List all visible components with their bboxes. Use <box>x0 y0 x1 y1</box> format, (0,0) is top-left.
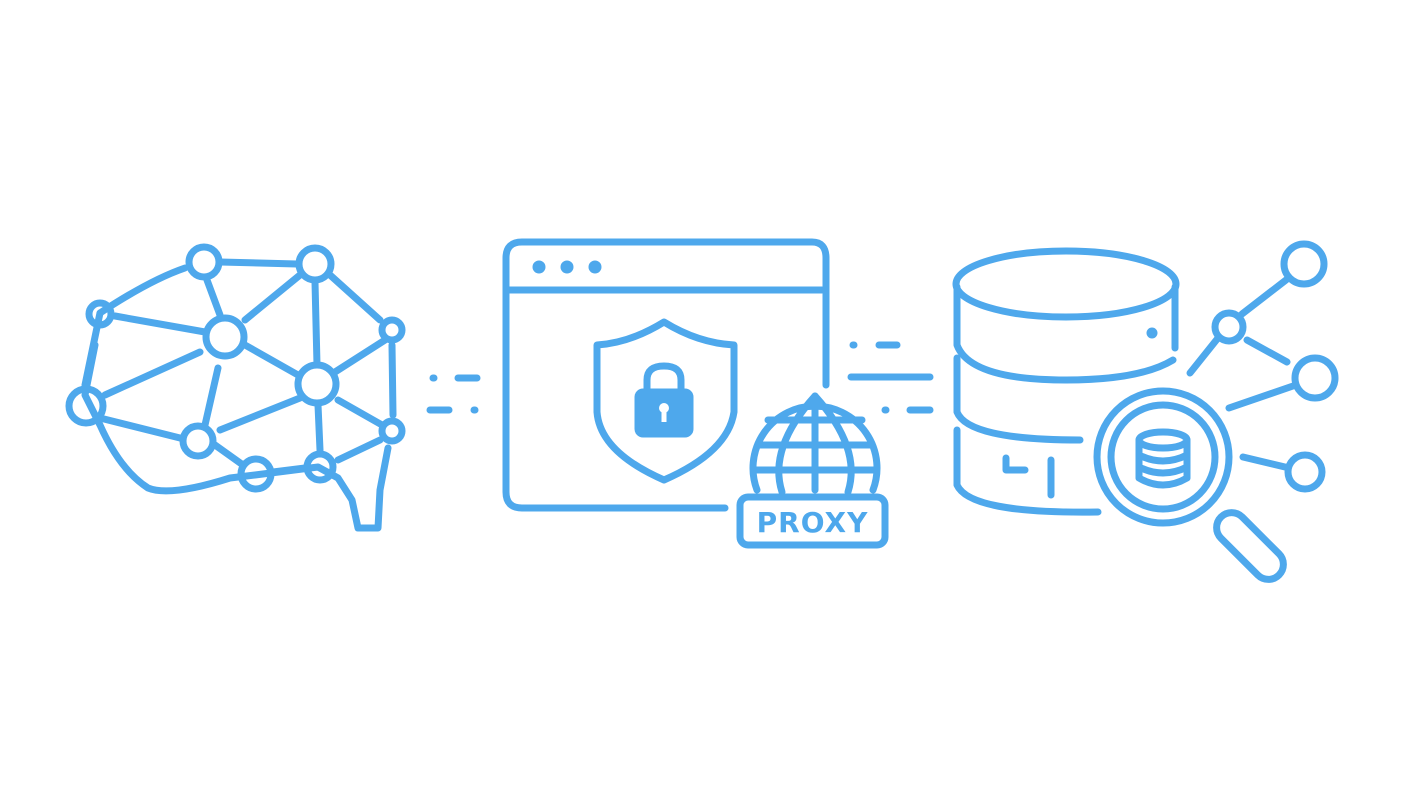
globe-icon <box>749 392 881 496</box>
brain-node <box>237 455 275 493</box>
proxy-badge <box>736 493 889 549</box>
window-dot <box>560 260 574 274</box>
connector-dashes-left <box>426 374 481 414</box>
database-indicator <box>1146 327 1158 339</box>
network-node <box>1280 240 1328 288</box>
brain-node <box>85 299 115 329</box>
window-dot <box>532 260 546 274</box>
brain-node <box>378 417 406 445</box>
database-icon <box>952 247 1180 516</box>
secure-browser-icon <box>502 238 830 512</box>
brain-node <box>294 361 340 407</box>
brain-node <box>378 316 406 344</box>
connector-dashes-right <box>847 341 934 414</box>
window-dot <box>588 260 602 274</box>
shield-icon <box>593 318 738 484</box>
brain-node <box>179 422 217 460</box>
brain-node <box>202 314 248 360</box>
proxy-label: PROXY <box>757 506 869 539</box>
brain-node <box>303 450 337 484</box>
brain-node <box>185 243 223 281</box>
network-node <box>1291 354 1339 402</box>
magnifier-icon <box>1093 387 1287 583</box>
brain-node <box>295 244 335 284</box>
padlock-icon <box>634 362 694 438</box>
brain-network-icon <box>65 243 406 532</box>
mini-database-icon <box>1135 428 1191 489</box>
network-node <box>1284 451 1326 493</box>
brain-node <box>65 385 107 427</box>
network-nodes-icon <box>1186 240 1339 493</box>
network-node <box>1211 309 1247 345</box>
